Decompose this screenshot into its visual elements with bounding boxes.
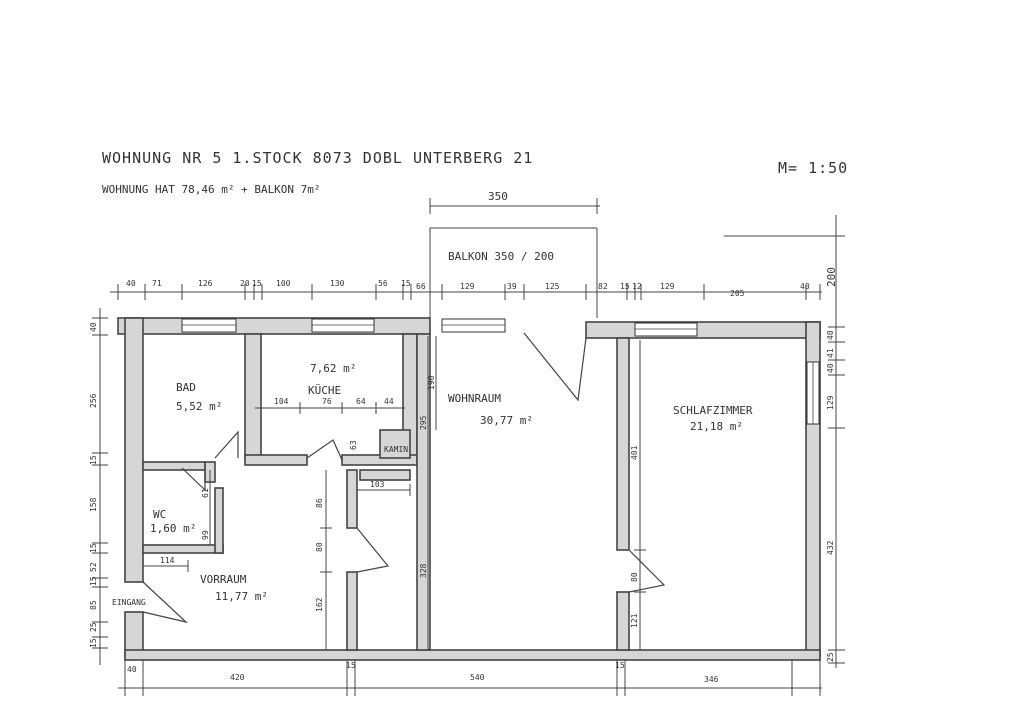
dim-left-9: 15 [89, 638, 98, 648]
dim-top-6: 130 [330, 279, 345, 288]
dim-top-1: 71 [152, 279, 162, 288]
room-name-wohnraum: WOHNRAUM [448, 392, 501, 405]
dim-328: 328 [419, 563, 428, 578]
dim-bottom-5: 346 [704, 675, 719, 684]
dim-103: 103 [370, 480, 385, 489]
dim-right-6: 25 [826, 652, 835, 662]
window-bad [181, 318, 237, 333]
dim-left-5: 52 [89, 562, 98, 572]
dim-162: 162 [315, 597, 324, 612]
left-dimension-chain: 40 256 15 158 15 52 15 85 25 15 [89, 308, 108, 665]
walls [117, 317, 821, 661]
dim-right-2: 41 [826, 348, 835, 358]
room-name-wc: WC [153, 508, 166, 521]
dim-63: 63 [349, 440, 358, 450]
dim-top-0: 40 [126, 279, 136, 288]
room-area-kueche: 7,62 m² [310, 362, 356, 375]
dim-right-1: 40 [826, 330, 835, 340]
dim-top-5: 100 [276, 279, 291, 288]
dim-top-17: 205 [730, 289, 745, 298]
dim-401: 401 [630, 445, 639, 460]
balcony-label: BALKON 350 / 200 [448, 250, 554, 263]
dim-bottom-3: 540 [470, 673, 485, 682]
dim-left-3: 158 [89, 497, 98, 512]
room-labels: BAD 5,52 m² 7,62 m² KÜCHE WOHNRAUM 30,77… [112, 362, 753, 607]
dim-top-11: 39 [507, 282, 517, 291]
dim-61: 61 [201, 488, 210, 498]
dim-left-8: 25 [89, 622, 98, 632]
doors [142, 332, 666, 624]
room-area-bad: 5,52 m² [176, 400, 222, 413]
dim-kitchen-2: 64 [356, 397, 366, 406]
dim-top-10: 129 [460, 282, 475, 291]
window-kueche [311, 318, 375, 333]
dim-top-2: 126 [198, 279, 213, 288]
room-area-wc: 1,60 m² [150, 522, 196, 535]
top-dimension-chain: 40 71 126 20 15 100 130 56 15 66 129 39 … [110, 279, 822, 300]
dim-top-15: 12 [632, 282, 642, 291]
dim-right-5: 432 [826, 540, 835, 555]
dim-80-bedroom: 80 [630, 572, 639, 582]
dim-top-3: 20 [240, 279, 250, 288]
balcony: 350 BALKON 350 / 200 200 [429, 190, 845, 320]
bottom-dimension-chain: 40 420 15 540 15 346 [118, 660, 822, 696]
interior-dimensions: 104 76 64 44 190 295 63 103 86 80 162 32… [143, 336, 646, 650]
room-area-schlafzimmer: 21,18 m² [690, 420, 743, 433]
dim-top-16: 129 [660, 282, 675, 291]
dim-99: 99 [201, 530, 210, 540]
dim-right-3: 40 [826, 363, 835, 373]
room-name-kueche: KÜCHE [308, 384, 341, 397]
dim-80-corridor: 80 [315, 542, 324, 552]
balcony-width-dim: 350 [488, 190, 508, 203]
room-area-vorraum: 11,77 m² [215, 590, 268, 603]
window-schlafzimmer [634, 322, 698, 337]
dim-top-7: 56 [378, 279, 388, 288]
plan-area-summary: WOHNUNG HAT 78,46 m² + BALKON 7m² [102, 183, 321, 196]
windows [181, 318, 820, 425]
right-dimension-chain: 40 41 40 129 432 25 [826, 320, 845, 668]
room-name-bad: BAD [176, 381, 196, 394]
room-name-vorraum: VORRAUM [200, 573, 247, 586]
dim-left-6: 15 [89, 576, 98, 586]
dim-kitchen-1: 76 [322, 397, 332, 406]
room-area-wohnraum: 30,77 m² [480, 414, 533, 427]
balcony-depth-dim: 200 [825, 267, 838, 287]
room-name-eingang: EINGANG [112, 598, 146, 607]
window-wohnraum [441, 318, 506, 333]
dim-top-8: 15 [401, 279, 411, 288]
dim-bottom-1: 420 [230, 673, 245, 682]
dim-left-2: 15 [89, 455, 98, 465]
dim-left-7: 85 [89, 600, 98, 610]
room-name-schlafzimmer: SCHLAFZIMMER [673, 404, 753, 417]
dim-top-4: 15 [252, 279, 262, 288]
dim-top-9: 66 [416, 282, 426, 291]
dim-bottom-2: 15 [346, 661, 356, 670]
dim-295: 295 [419, 415, 428, 430]
dim-left-1: 256 [89, 393, 98, 408]
dim-kitchen-0: 104 [274, 397, 289, 406]
dim-left-0: 40 [89, 322, 98, 332]
kamin-label: KAMIN [384, 445, 408, 454]
dim-bottom-4: 15 [615, 661, 625, 670]
dim-190: 190 [427, 375, 436, 390]
plan-title: WOHNUNG NR 5 1.STOCK 8073 DOBL UNTERBERG… [102, 149, 533, 167]
scale-label: M= 1:50 [778, 159, 848, 177]
dim-top-12: 125 [545, 282, 560, 291]
dim-top-13: 82 [598, 282, 608, 291]
dim-top-14: 15 [620, 282, 630, 291]
dim-right-4: 129 [826, 395, 835, 410]
dim-left-4: 15 [89, 543, 98, 553]
dim-bottom-0: 40 [127, 665, 137, 674]
dim-114: 114 [160, 556, 175, 565]
dim-kitchen-3: 44 [384, 397, 394, 406]
dim-top-18: 40 [800, 282, 810, 291]
dim-86: 86 [315, 498, 324, 508]
dim-121: 121 [630, 613, 639, 628]
